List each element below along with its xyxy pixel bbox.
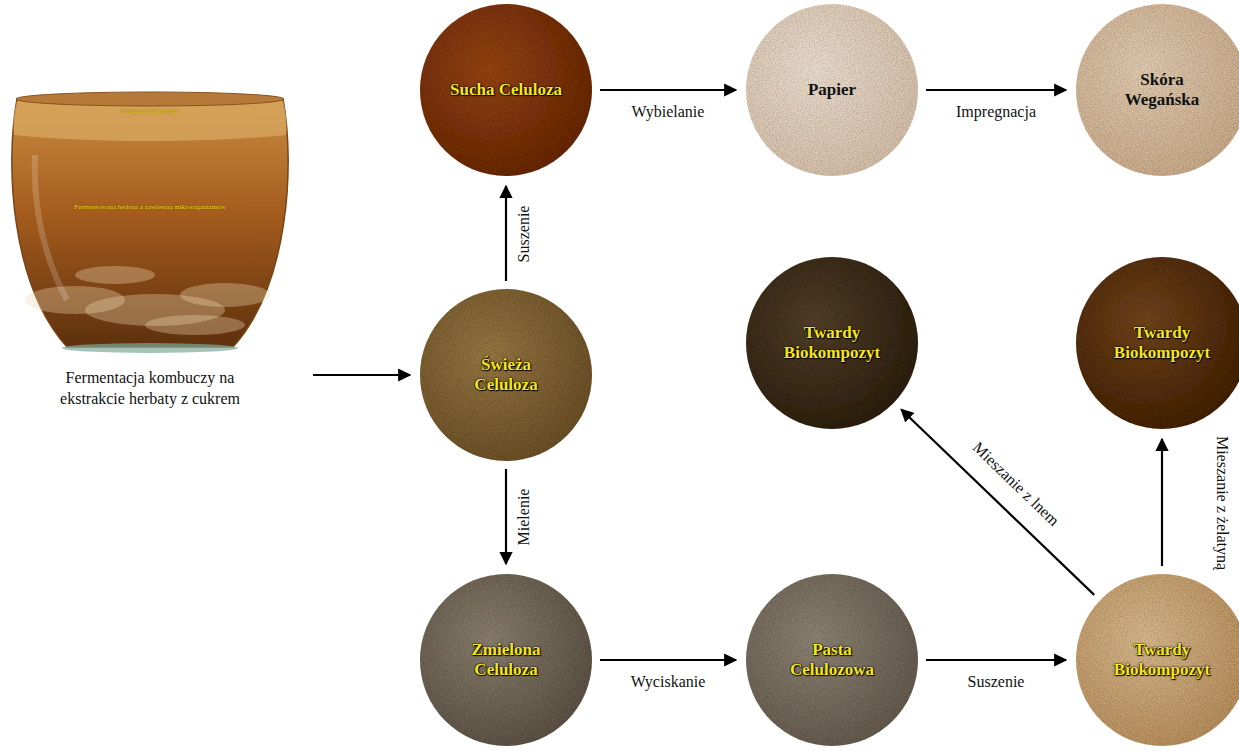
node-label: Twardy Biokompozyt [1106,640,1218,679]
edge-label: Mieszanie z żelatyną [1213,433,1231,571]
material-node: Twardy Biokompozyt [746,257,918,429]
sample-circle [746,4,918,176]
sediment-cloud [75,266,155,284]
jar-caption: Fermentacja kombuczy na ekstrakcie herba… [36,368,264,410]
sample-circle [1076,4,1239,176]
edge-label: Mieszanie z lnem [968,437,1064,531]
sample-circle [1076,574,1239,746]
flow-arrow [505,186,507,281]
sample-circle [420,289,592,461]
material-node: Zmielona Celuloza [420,574,592,746]
jar-label: Fermentowana herbata z zawiesiną mikroor… [5,203,295,212]
flow-arrow [901,410,1094,595]
material-node: Twardy Biokompozyt [1076,574,1239,746]
flow-arrow [505,469,507,564]
node-label: Sucha Celuloza [450,80,562,100]
flow-arrow [600,89,736,91]
edge-label: Impregnacja [954,103,1038,121]
flow-arrow [313,374,410,376]
flow-arrow [926,659,1066,661]
edge-label: Mielenie [515,486,533,547]
flow-arrow [926,89,1066,91]
kombucha-jar: Celuloza bakteryjnaFermentowana herbata … [5,85,295,430]
jar-base [62,343,238,353]
material-node: Papier [746,4,918,176]
edge-label: Wyciskanie [629,673,708,691]
material-node: Świeża Celuloza [420,289,592,461]
material-node: Sucha Celuloza [420,4,592,176]
sample-circle [420,4,592,176]
node-label: Pasta Celulozowa [776,640,888,679]
sediment-cloud [145,315,245,335]
material-node: Pasta Celulozowa [746,574,918,746]
edge-label: Wybielanie [630,103,707,121]
node-label: Zmielona Celuloza [450,640,562,679]
glass-highlight [35,155,67,300]
node-label: Skóra Wegańska [1106,70,1218,109]
flow-arrow [600,659,736,661]
edge-label: Suszenie [515,203,533,264]
jar-body [12,99,288,347]
flow-arrow [1161,439,1163,566]
jar-rim [16,92,284,106]
node-label: Świeża Celuloza [450,355,562,394]
node-label: Twardy Biokompozyt [1106,323,1218,362]
sample-circle [420,574,592,746]
jar-label: Celuloza bakteryjna [5,107,295,116]
material-node: Twardy Biokompozyt [1076,257,1239,429]
sediment-cloud [180,283,270,307]
node-label: Papier [808,80,856,100]
kombucha-jar-illustration [5,85,295,357]
sample-circle [746,574,918,746]
sample-circle [746,257,918,429]
node-label: Twardy Biokompozyt [776,323,888,362]
material-node: Skóra Wegańska [1076,4,1239,176]
sample-circle [1076,257,1239,429]
edge-label: Suszenie [966,673,1027,691]
